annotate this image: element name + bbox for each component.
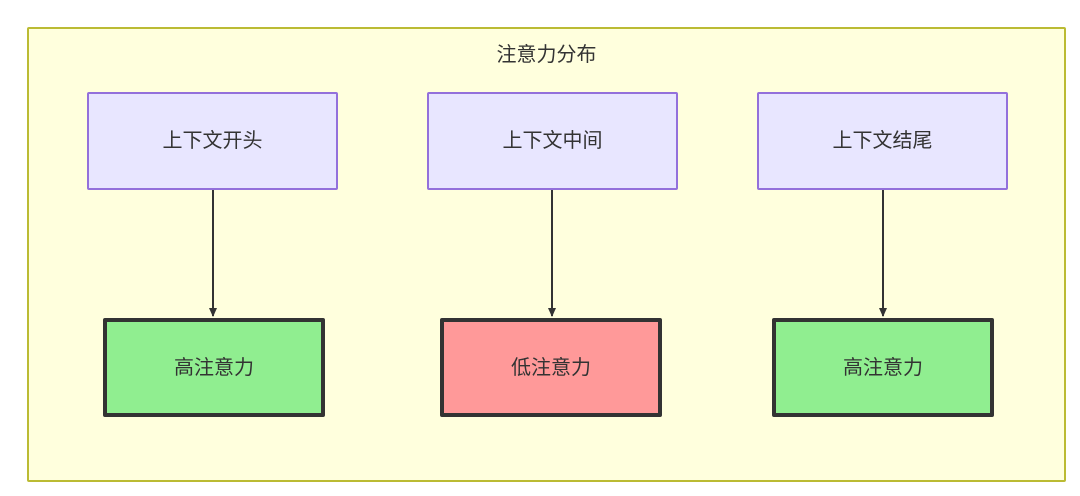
node-label: 高注意力	[174, 356, 254, 379]
node-label: 低注意力	[511, 356, 591, 379]
node-attention-high-start[interactable]: 高注意力	[103, 318, 325, 417]
node-label: 上下文结尾	[832, 130, 933, 152]
node-label: 高注意力	[843, 356, 923, 379]
node-context-end[interactable]: 上下文结尾	[757, 92, 1008, 190]
node-label: 上下文中间	[502, 130, 603, 152]
node-attention-low-middle[interactable]: 低注意力	[440, 318, 662, 417]
node-context-start[interactable]: 上下文开头	[87, 92, 338, 190]
node-label: 上下文开头	[162, 130, 263, 152]
subgraph-title: 注意力分布	[496, 44, 597, 66]
node-attention-high-end[interactable]: 高注意力	[772, 318, 994, 417]
node-context-middle[interactable]: 上下文中间	[427, 92, 678, 190]
